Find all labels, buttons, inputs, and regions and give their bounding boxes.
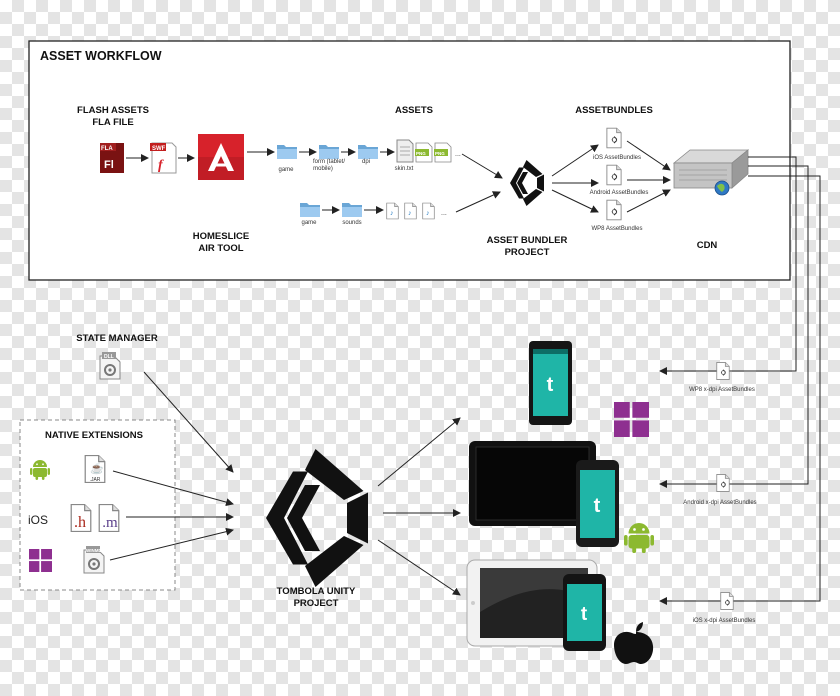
assetbundles-title: ASSETBUNDLES [575, 105, 653, 116]
folder-game2-label: game [301, 220, 317, 226]
svg-text:PNG: PNG [435, 151, 445, 156]
state-manager-label: STATE MANAGER [76, 333, 158, 344]
globe-icon [714, 180, 730, 196]
unity-file-icon [716, 474, 730, 492]
png-file-icon: PNG [434, 142, 452, 163]
folder-icon [277, 145, 297, 159]
folder-dpi-label: dpi [362, 159, 370, 165]
audio-file-icon: ♪ [404, 202, 417, 220]
tombola-unity-label: TOMBOLA UNITY [277, 586, 356, 597]
air-tool-label: AIR TOOL [198, 243, 243, 254]
unity-file-icon [720, 592, 734, 610]
java-icon: ☕ .JAR [84, 454, 106, 484]
tablet-icon [469, 441, 596, 526]
png-file-icon: PNG [415, 142, 433, 163]
folder-icon [342, 203, 362, 217]
android-assetbundles-label: Android AssetBundles [590, 190, 649, 196]
windows-icon [614, 402, 649, 437]
wp8-xdpi-label: WP8 x-dpi AssetBundles [689, 387, 755, 393]
unity-logo-icon [266, 449, 368, 587]
unity-file-icon [606, 199, 622, 221]
folder-form-label: form (tablet/ [313, 159, 345, 165]
swf-icon: SWF f [150, 142, 177, 174]
native-extensions-title: NATIVE EXTENSIONS [45, 430, 143, 441]
svg-text:t: t [581, 604, 588, 625]
asset-bundler-project-label: PROJECT [505, 247, 550, 258]
adobe-air-icon [198, 134, 244, 180]
svg-text:.h: .h [74, 514, 86, 531]
skin-file-label: skin.txt [395, 166, 414, 172]
android-icon [624, 523, 654, 553]
asset-workflow-title: ASSET WORKFLOW [40, 49, 162, 63]
svg-text:PNG: PNG [416, 151, 426, 156]
fla-file-label: FLA FILE [92, 117, 133, 128]
svg-text:t: t [594, 495, 601, 517]
svg-text:♪: ♪ [426, 210, 430, 217]
svg-text:.JAR: .JAR [90, 477, 101, 483]
ellipsis-1: ... [455, 151, 461, 158]
folder-icon [300, 203, 320, 217]
text-file-icon [396, 139, 414, 163]
tombola-project-label: PROJECT [294, 598, 339, 609]
svg-text:♪: ♪ [408, 210, 412, 217]
svg-text:f: f [158, 158, 164, 173]
server-icon [672, 149, 750, 189]
apple-icon [614, 622, 654, 664]
h-file-icon: .h [70, 503, 92, 533]
android-phone-icon: t [576, 460, 619, 547]
unity-file-icon [606, 164, 622, 186]
folder-sounds-label: sounds [342, 220, 361, 226]
svg-text:t: t [547, 374, 554, 396]
svg-text:♪: ♪ [390, 210, 394, 217]
svg-text:FLA: FLA [101, 146, 113, 152]
winmd-icon: WINMD [83, 546, 105, 574]
svg-text:DLL: DLL [104, 354, 114, 360]
svg-text:☕: ☕ [90, 461, 104, 475]
unity-file-icon [716, 362, 730, 380]
svg-text:Fl: Fl [104, 159, 114, 171]
flash-fla-icon: FLA Fl [100, 143, 124, 173]
dll-icon: DLL [99, 352, 121, 380]
unity-file-icon [606, 127, 622, 149]
flash-assets-label: FLASH ASSETS [77, 105, 149, 116]
ios-assetbundles-label: iOS AssetBundles [593, 155, 641, 161]
folder-icon [358, 145, 378, 159]
m-file-icon: .m [98, 503, 120, 533]
ellipsis-2: ... [441, 210, 447, 217]
android-xdpi-label: Android x-dpi AssetBundles [683, 500, 756, 506]
svg-text:SWF: SWF [152, 146, 166, 152]
assets-title: ASSETS [395, 105, 433, 116]
svg-text:WINMD: WINMD [86, 548, 102, 553]
audio-file-icon: ♪ [386, 202, 399, 220]
wp8-assetbundles-label: WP8 AssetBundles [591, 226, 642, 232]
folder-form-label-2: mobile) [313, 166, 333, 172]
folder-icon [319, 145, 339, 159]
asset-bundler-label: ASSET BUNDLER [487, 235, 568, 246]
cdn-label: CDN [697, 240, 718, 251]
ios-label: iOS [28, 513, 48, 527]
audio-file-icon: ♪ [422, 202, 435, 220]
iphone-icon: t [563, 574, 606, 651]
svg-text:.m: .m [102, 515, 118, 531]
windows-phone-icon: t [529, 341, 572, 425]
ios-xdpi-label: iOS x-dpi AssetBundles [693, 618, 756, 624]
folder-game-label: game [278, 167, 294, 173]
homeslice-label: HOMESLICE [193, 231, 249, 242]
